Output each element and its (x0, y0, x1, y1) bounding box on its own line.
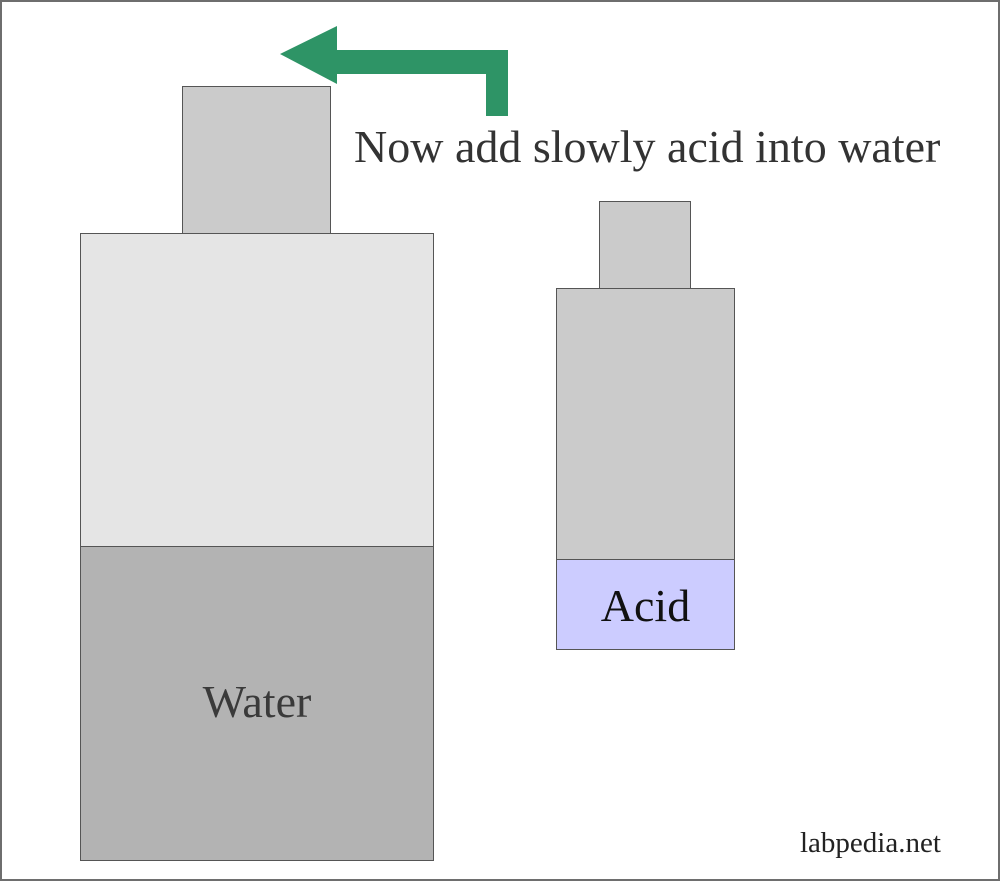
acid-bottle-body (556, 288, 735, 561)
pour-arrow-icon (280, 26, 508, 116)
watermark-text: labpedia.net (800, 827, 941, 859)
pour-arrow-shape (280, 26, 508, 116)
water-bottle-water-region (80, 546, 434, 861)
acid-label: Acid (600, 580, 691, 631)
water-label: Water (202, 676, 312, 727)
instruction-text: Now add slowly acid into water (354, 121, 941, 172)
acid-bottle-acid-region (556, 559, 735, 650)
water-bottle-empty-region (80, 233, 434, 548)
acid-bottle-cap (599, 201, 691, 292)
water-bottle-cap (182, 86, 331, 236)
